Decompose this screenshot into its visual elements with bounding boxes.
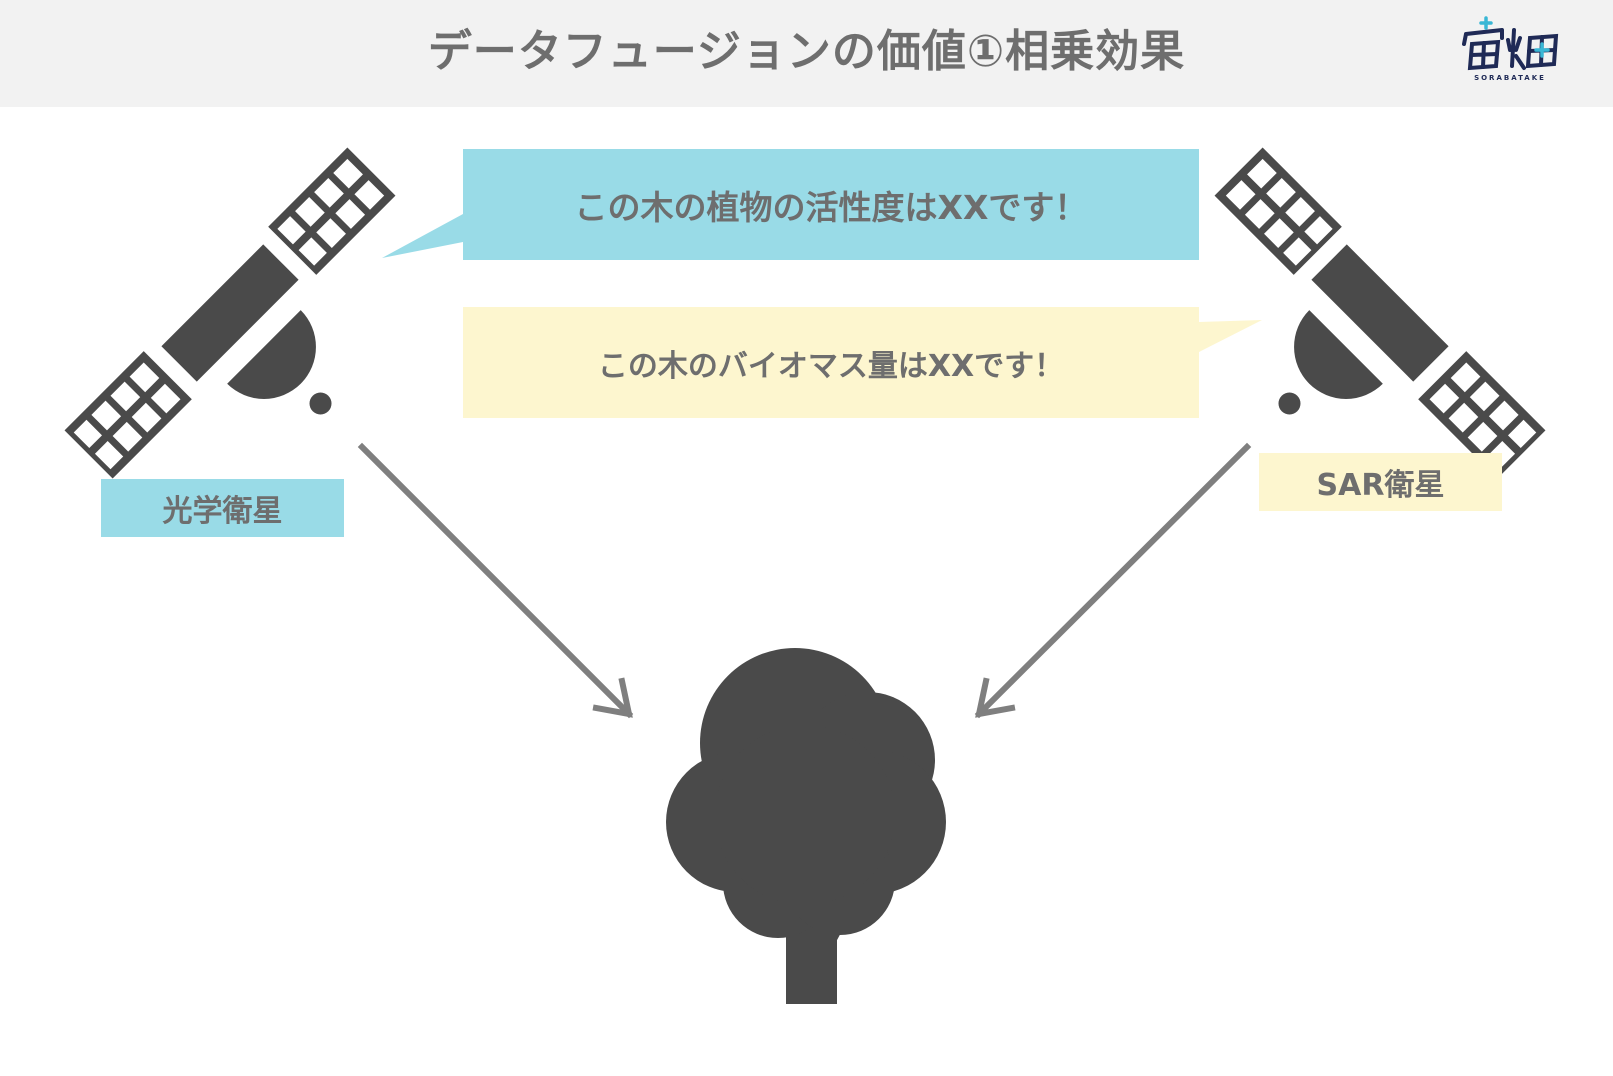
sar-bubble-tail [1199, 320, 1262, 352]
optical-bubble-text: この木の植物の活性度はXXです！ [574, 187, 1088, 227]
left-arrow-icon [357, 442, 634, 719]
optical-satellite-label: 光学衛星 [101, 479, 344, 537]
optical-speech-bubble: この木の植物の活性度はXXです！ [463, 149, 1199, 260]
optical-bubble-tail [382, 214, 463, 258]
tree-icon [666, 648, 946, 1004]
optical-satellite-label-text: 光学衛星 [162, 494, 283, 529]
logo-mark-icon [1462, 16, 1559, 71]
logo-subtext: SORABATAKE [1474, 74, 1546, 82]
sar-speech-bubble: この木のバイオマス量はXXです！ [463, 307, 1199, 418]
sar-satellite-label-text: SAR衛星 [1316, 468, 1445, 503]
page-title: データフュージョンの価値①相乗効果 [427, 26, 1186, 77]
right-arrow-icon [974, 442, 1252, 719]
sar-bubble-text: この木のバイオマス量はXXです！ [597, 348, 1065, 384]
header-bar [0, 0, 1613, 107]
sar-satellite-label: SAR衛星 [1259, 453, 1502, 511]
sorabatake-logo: SORABATAKE [1458, 16, 1562, 86]
